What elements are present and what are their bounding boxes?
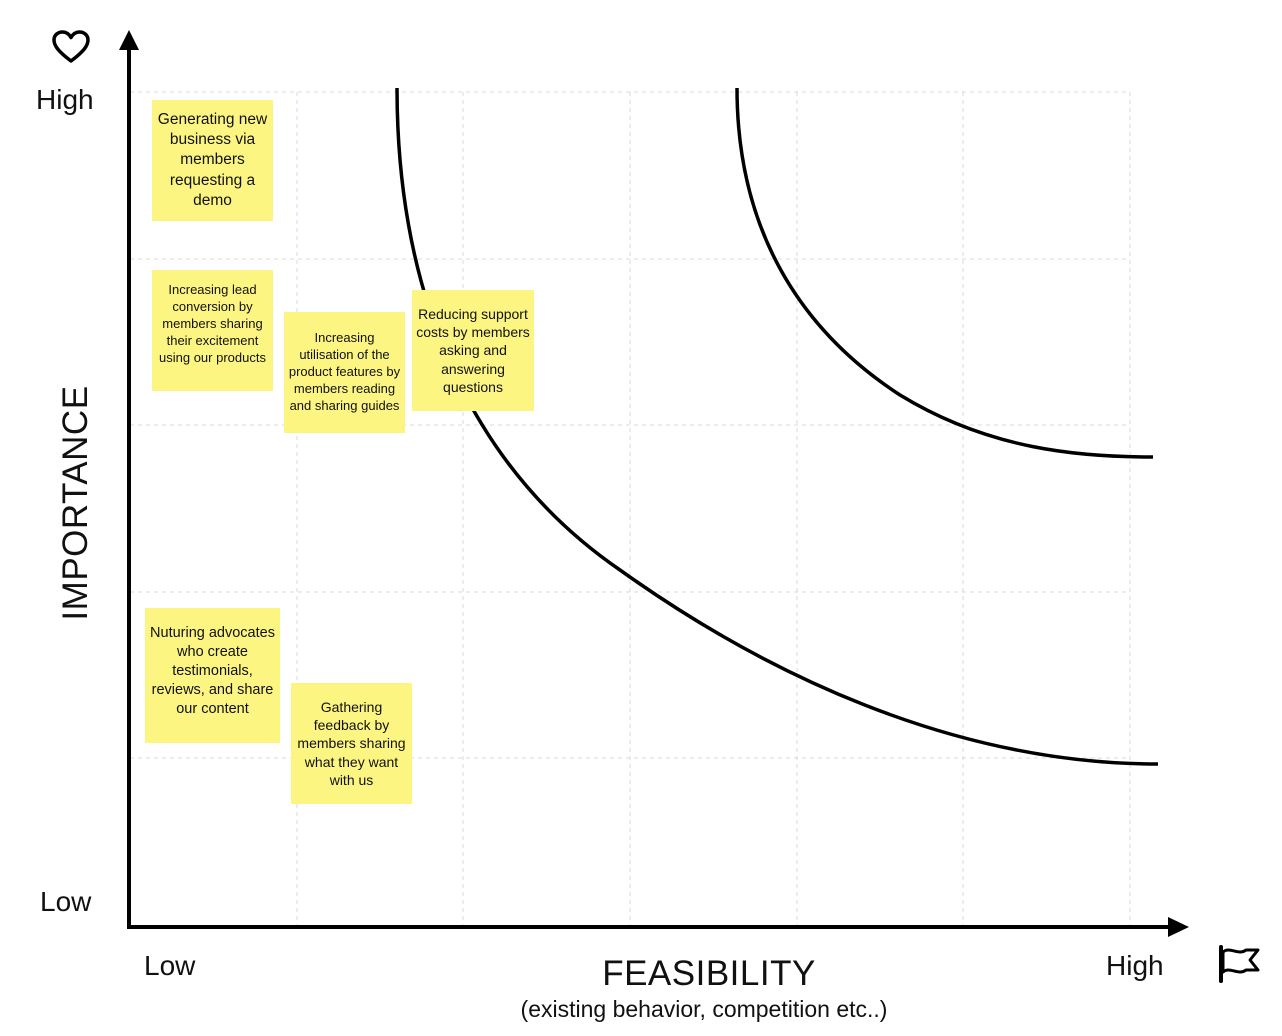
sticky-note-text: Gathering feedback by members sharing wh… xyxy=(297,699,406,788)
x-axis-subtitle: (existing behavior, competition etc..) xyxy=(520,996,888,1022)
sticky-note-text: Increasing utilisation of the product fe… xyxy=(288,330,401,413)
x-axis-arrowhead xyxy=(1168,917,1189,937)
sticky-note-text: Reducing support costs by members asking… xyxy=(416,306,530,395)
sticky-note-text: Increasing lead conversion by members sh… xyxy=(159,282,266,365)
y-axis-arrowhead xyxy=(119,30,139,50)
grid xyxy=(130,91,1131,926)
sticky-note-lead-conversion[interactable]: Increasing lead conversion by members sh… xyxy=(152,270,273,391)
y-axis-title: IMPORTANCE xyxy=(56,385,95,621)
sticky-note-product-utilisation[interactable]: Increasing utilisation of the product fe… xyxy=(284,312,405,433)
sticky-note-advocates[interactable]: Nuturing advocates who create testimonia… xyxy=(145,608,280,743)
sticky-note-support-costs[interactable]: Reducing support costs by members asking… xyxy=(412,290,534,411)
heart-icon xyxy=(52,30,90,63)
sticky-note-text: Generating new business via members requ… xyxy=(157,111,268,209)
outer-curve xyxy=(735,87,1154,459)
sticky-note-new-business[interactable]: Generating new business via members requ… xyxy=(152,100,273,221)
x-axis-low-label: Low xyxy=(144,950,196,981)
x-axis-high-label: High xyxy=(1106,950,1164,981)
y-axis-low-label: Low xyxy=(40,886,92,917)
y-axis-high-label: High xyxy=(36,84,94,115)
x-axis-title: FEASIBILITY xyxy=(602,954,816,993)
inner-curve xyxy=(395,87,1159,766)
sticky-note-feedback[interactable]: Gathering feedback by members sharing wh… xyxy=(291,683,412,804)
sticky-note-text: Nuturing advocates who create testimonia… xyxy=(150,625,275,717)
flag-icon xyxy=(1219,945,1260,983)
